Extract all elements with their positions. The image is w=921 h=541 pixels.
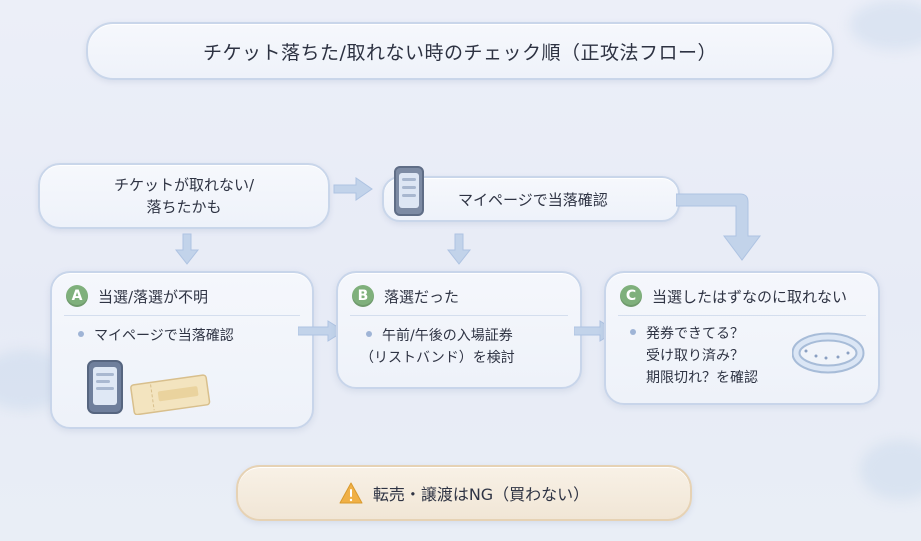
card-c-heading: 当選したはずなのに取れない — [652, 287, 848, 306]
card-a-bullet: マイページで当落確認 — [78, 325, 234, 347]
card-b-heading: 落選だった — [384, 287, 460, 306]
card-c: C 当選したはずなのに取れない 発券できてる？ 受け取り済み？ 期限切れ？を確認 — [604, 271, 880, 405]
cloud-decoration — [860, 440, 921, 500]
arrow-elbow-icon — [676, 193, 761, 261]
badge-a: A — [66, 285, 88, 307]
card-a-heading: 当選/落選が不明 — [98, 287, 209, 306]
warning-banner: 転売・譲渡はNG（買わない） — [236, 465, 692, 521]
card-c-bullet: 発券できてる？ 受け取り済み？ 期限切れ？を確認 — [630, 323, 758, 389]
warning-icon — [339, 482, 363, 504]
start-line-2: 落ちたかも — [146, 198, 222, 216]
mypage-node: マイページで当落確認 — [382, 166, 680, 222]
wristband-icon — [792, 332, 865, 374]
card-b-bullet: 午前/午後の入場証券 （リストバンド）を検討 — [360, 328, 515, 366]
bullet-dot-icon — [78, 331, 84, 337]
card-a: A 当選/落選が不明 マイページで当落確認 — [50, 271, 314, 429]
warning-text: 転売・譲渡はNG（買わない） — [372, 485, 590, 504]
page-title: チケット落ちた/取れない時のチェック順（正攻法フロー） — [86, 22, 834, 80]
mypage-label: マイページで当落確認 — [458, 191, 608, 209]
arrow-down-icon — [446, 233, 472, 265]
start-node: チケットが取れない/ 落ちたかも — [38, 163, 330, 229]
title-text: チケット落ちた/取れない時のチェック順（正攻法フロー） — [203, 41, 717, 64]
card-b: B 落選だった 午前/午後の入場証券 （リストバンド）を検討 — [336, 271, 582, 389]
divider — [618, 315, 866, 316]
cloud-decoration — [850, 0, 921, 50]
arrow-down-icon — [174, 233, 200, 265]
badge-b: B — [352, 285, 374, 307]
start-line-1: チケットが取れない/ — [113, 176, 255, 194]
divider — [64, 315, 300, 316]
badge-c: C — [620, 285, 642, 307]
bullet-dot-icon — [366, 331, 372, 337]
ticket-icon — [87, 360, 211, 415]
divider — [350, 315, 568, 316]
phone-icon — [394, 166, 424, 216]
bullet-dot-icon — [630, 329, 636, 335]
arrow-right-icon — [333, 177, 373, 201]
